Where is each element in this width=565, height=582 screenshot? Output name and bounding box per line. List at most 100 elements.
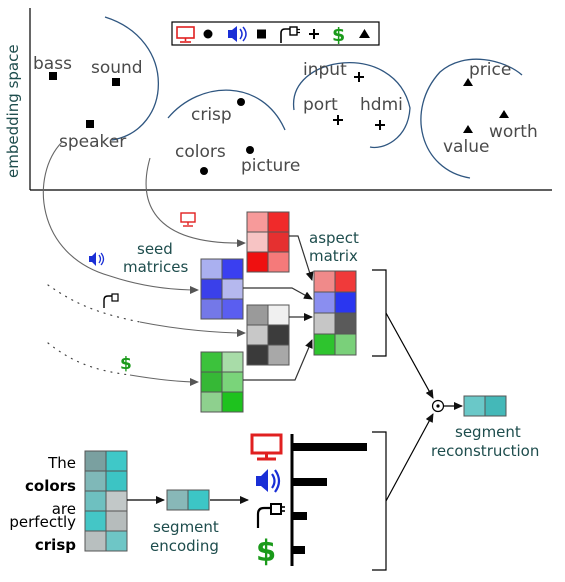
seed-price-cell bbox=[200, 371, 223, 393]
aspect-cell bbox=[334, 291, 357, 314]
sentence-word-5: crisp bbox=[35, 536, 76, 554]
weight-speaker-icon bbox=[256, 469, 281, 493]
aspect-cell bbox=[334, 270, 357, 293]
seed-picture-cell bbox=[246, 251, 269, 273]
reconstruction-cell bbox=[484, 395, 507, 417]
y-axis-label: embedding space bbox=[4, 44, 22, 178]
seed-matrices-label-line1: seed bbox=[137, 240, 173, 258]
input-sentence: The colors are perfectly crisp bbox=[9, 454, 76, 554]
price-dotted-connector bbox=[47, 342, 131, 376]
speaker-icon bbox=[228, 26, 247, 42]
seed-sound-cell bbox=[221, 278, 244, 300]
arrow-picture-cluster-to-seed bbox=[145, 157, 246, 248]
word-speaker: speaker bbox=[59, 132, 126, 152]
arrow-price-to-seed bbox=[129, 374, 199, 386]
word-bass: bass bbox=[33, 54, 72, 74]
weight-bar-connectivity bbox=[292, 512, 307, 520]
seed-sound-cell bbox=[221, 298, 244, 320]
reconstruction-cell bbox=[463, 395, 486, 417]
seed-picture-cell bbox=[267, 251, 290, 273]
weight-dollar-icon: $ bbox=[256, 534, 276, 568]
word-sound: sound bbox=[91, 58, 143, 78]
seed-connectivity-cell bbox=[267, 344, 290, 366]
word-speaker-marker bbox=[86, 120, 94, 128]
hdmi-plug-icon bbox=[280, 26, 300, 43]
seed-price-cell bbox=[200, 351, 223, 373]
arrow-sound-cluster-to-seed bbox=[42, 141, 199, 294]
word-sound-marker bbox=[112, 78, 120, 86]
seed-picture-cell bbox=[246, 231, 269, 253]
encoding-cell bbox=[187, 489, 210, 511]
segment-reconstruction-vector bbox=[463, 395, 507, 417]
word-worth: worth bbox=[489, 122, 538, 142]
seed-matrix-connectivity bbox=[246, 304, 290, 366]
arrow-seed-picture-to-aspect bbox=[289, 235, 314, 281]
sentence-embedding-cell bbox=[84, 510, 107, 532]
word-bass-marker bbox=[49, 72, 57, 80]
sentence-embedding-cell bbox=[105, 490, 128, 512]
legend-plus-marker bbox=[309, 29, 319, 39]
seed-price-cell bbox=[221, 371, 244, 393]
seed-speaker-icon bbox=[89, 252, 105, 266]
aspect-matrix-label-line1: aspect bbox=[309, 229, 359, 247]
weight-bar-sound bbox=[292, 478, 327, 486]
seed-picture-cell bbox=[267, 211, 290, 233]
sound-cluster-curve bbox=[104, 16, 160, 141]
sentence-embedding-cell bbox=[84, 450, 107, 472]
dollar-icon: $ bbox=[332, 24, 345, 46]
sentence-word-1: The bbox=[47, 454, 76, 472]
seed-connectivity-cell bbox=[246, 344, 269, 366]
segment-encoding-label-line2: encoding bbox=[150, 537, 219, 555]
aspect-matrix-bracket bbox=[372, 269, 387, 357]
legend-box bbox=[171, 21, 380, 46]
aspect-cell bbox=[313, 291, 336, 314]
connectivity-dotted-connector bbox=[47, 284, 141, 323]
arrow-weights-to-dot bbox=[385, 413, 434, 502]
sentence-embedding-cell bbox=[105, 450, 128, 472]
aspect-cell bbox=[334, 333, 357, 356]
legend-triangle-marker bbox=[359, 29, 370, 38]
word-colors-marker bbox=[200, 167, 208, 175]
encoding-cell bbox=[166, 489, 189, 511]
sentence-embedding-cell bbox=[105, 530, 128, 552]
weight-bar-picture bbox=[292, 443, 367, 451]
embedding-axes: embedding space bbox=[4, 8, 552, 191]
arrow-connectivity-to-seed bbox=[139, 321, 246, 337]
word-value-marker bbox=[463, 125, 473, 133]
aspect-cell bbox=[313, 312, 336, 335]
word-picture: picture bbox=[241, 156, 300, 176]
word-embedding-matrix bbox=[84, 450, 128, 552]
price-cluster-curve bbox=[420, 58, 523, 179]
cluster-boundaries bbox=[104, 16, 523, 179]
picture-cluster-curve bbox=[167, 89, 286, 131]
word-crisp-marker bbox=[237, 98, 245, 106]
seed-matrix-price bbox=[200, 351, 244, 413]
legend: $ bbox=[171, 21, 380, 46]
sentence-embedding-cell bbox=[105, 510, 128, 532]
aspect-matrix bbox=[313, 270, 357, 356]
aspect-cell bbox=[313, 270, 336, 293]
segment-reconstruction-label-line1: segment bbox=[455, 423, 521, 441]
seed-price-cell bbox=[221, 391, 244, 413]
word-picture-marker bbox=[246, 146, 254, 154]
sentence-embedding-cell bbox=[84, 530, 107, 552]
word-worth-marker bbox=[499, 110, 509, 118]
sentence-embedding-cell bbox=[84, 490, 107, 512]
word-price: price bbox=[469, 60, 511, 80]
seed-picture-cell bbox=[267, 231, 290, 253]
segment-encoding-label-line1: segment bbox=[153, 518, 219, 536]
word-hdmi-marker bbox=[375, 120, 385, 130]
sentence-word-3: are bbox=[52, 500, 76, 518]
seed-matrix-picture bbox=[246, 211, 290, 273]
legend-square-marker bbox=[257, 29, 266, 39]
legend-circle-marker bbox=[203, 29, 213, 39]
dot-product-center bbox=[436, 404, 440, 408]
word-port-marker bbox=[333, 115, 343, 125]
aspect-cell bbox=[334, 312, 357, 335]
seed-connectivity-cell bbox=[246, 304, 269, 326]
word-input-marker bbox=[354, 72, 364, 82]
word-port: port bbox=[303, 95, 338, 115]
aspect-matrix-label-line2: matrix bbox=[309, 247, 358, 265]
word-colors: colors bbox=[175, 142, 226, 162]
aspect-weight-bars bbox=[292, 443, 367, 554]
